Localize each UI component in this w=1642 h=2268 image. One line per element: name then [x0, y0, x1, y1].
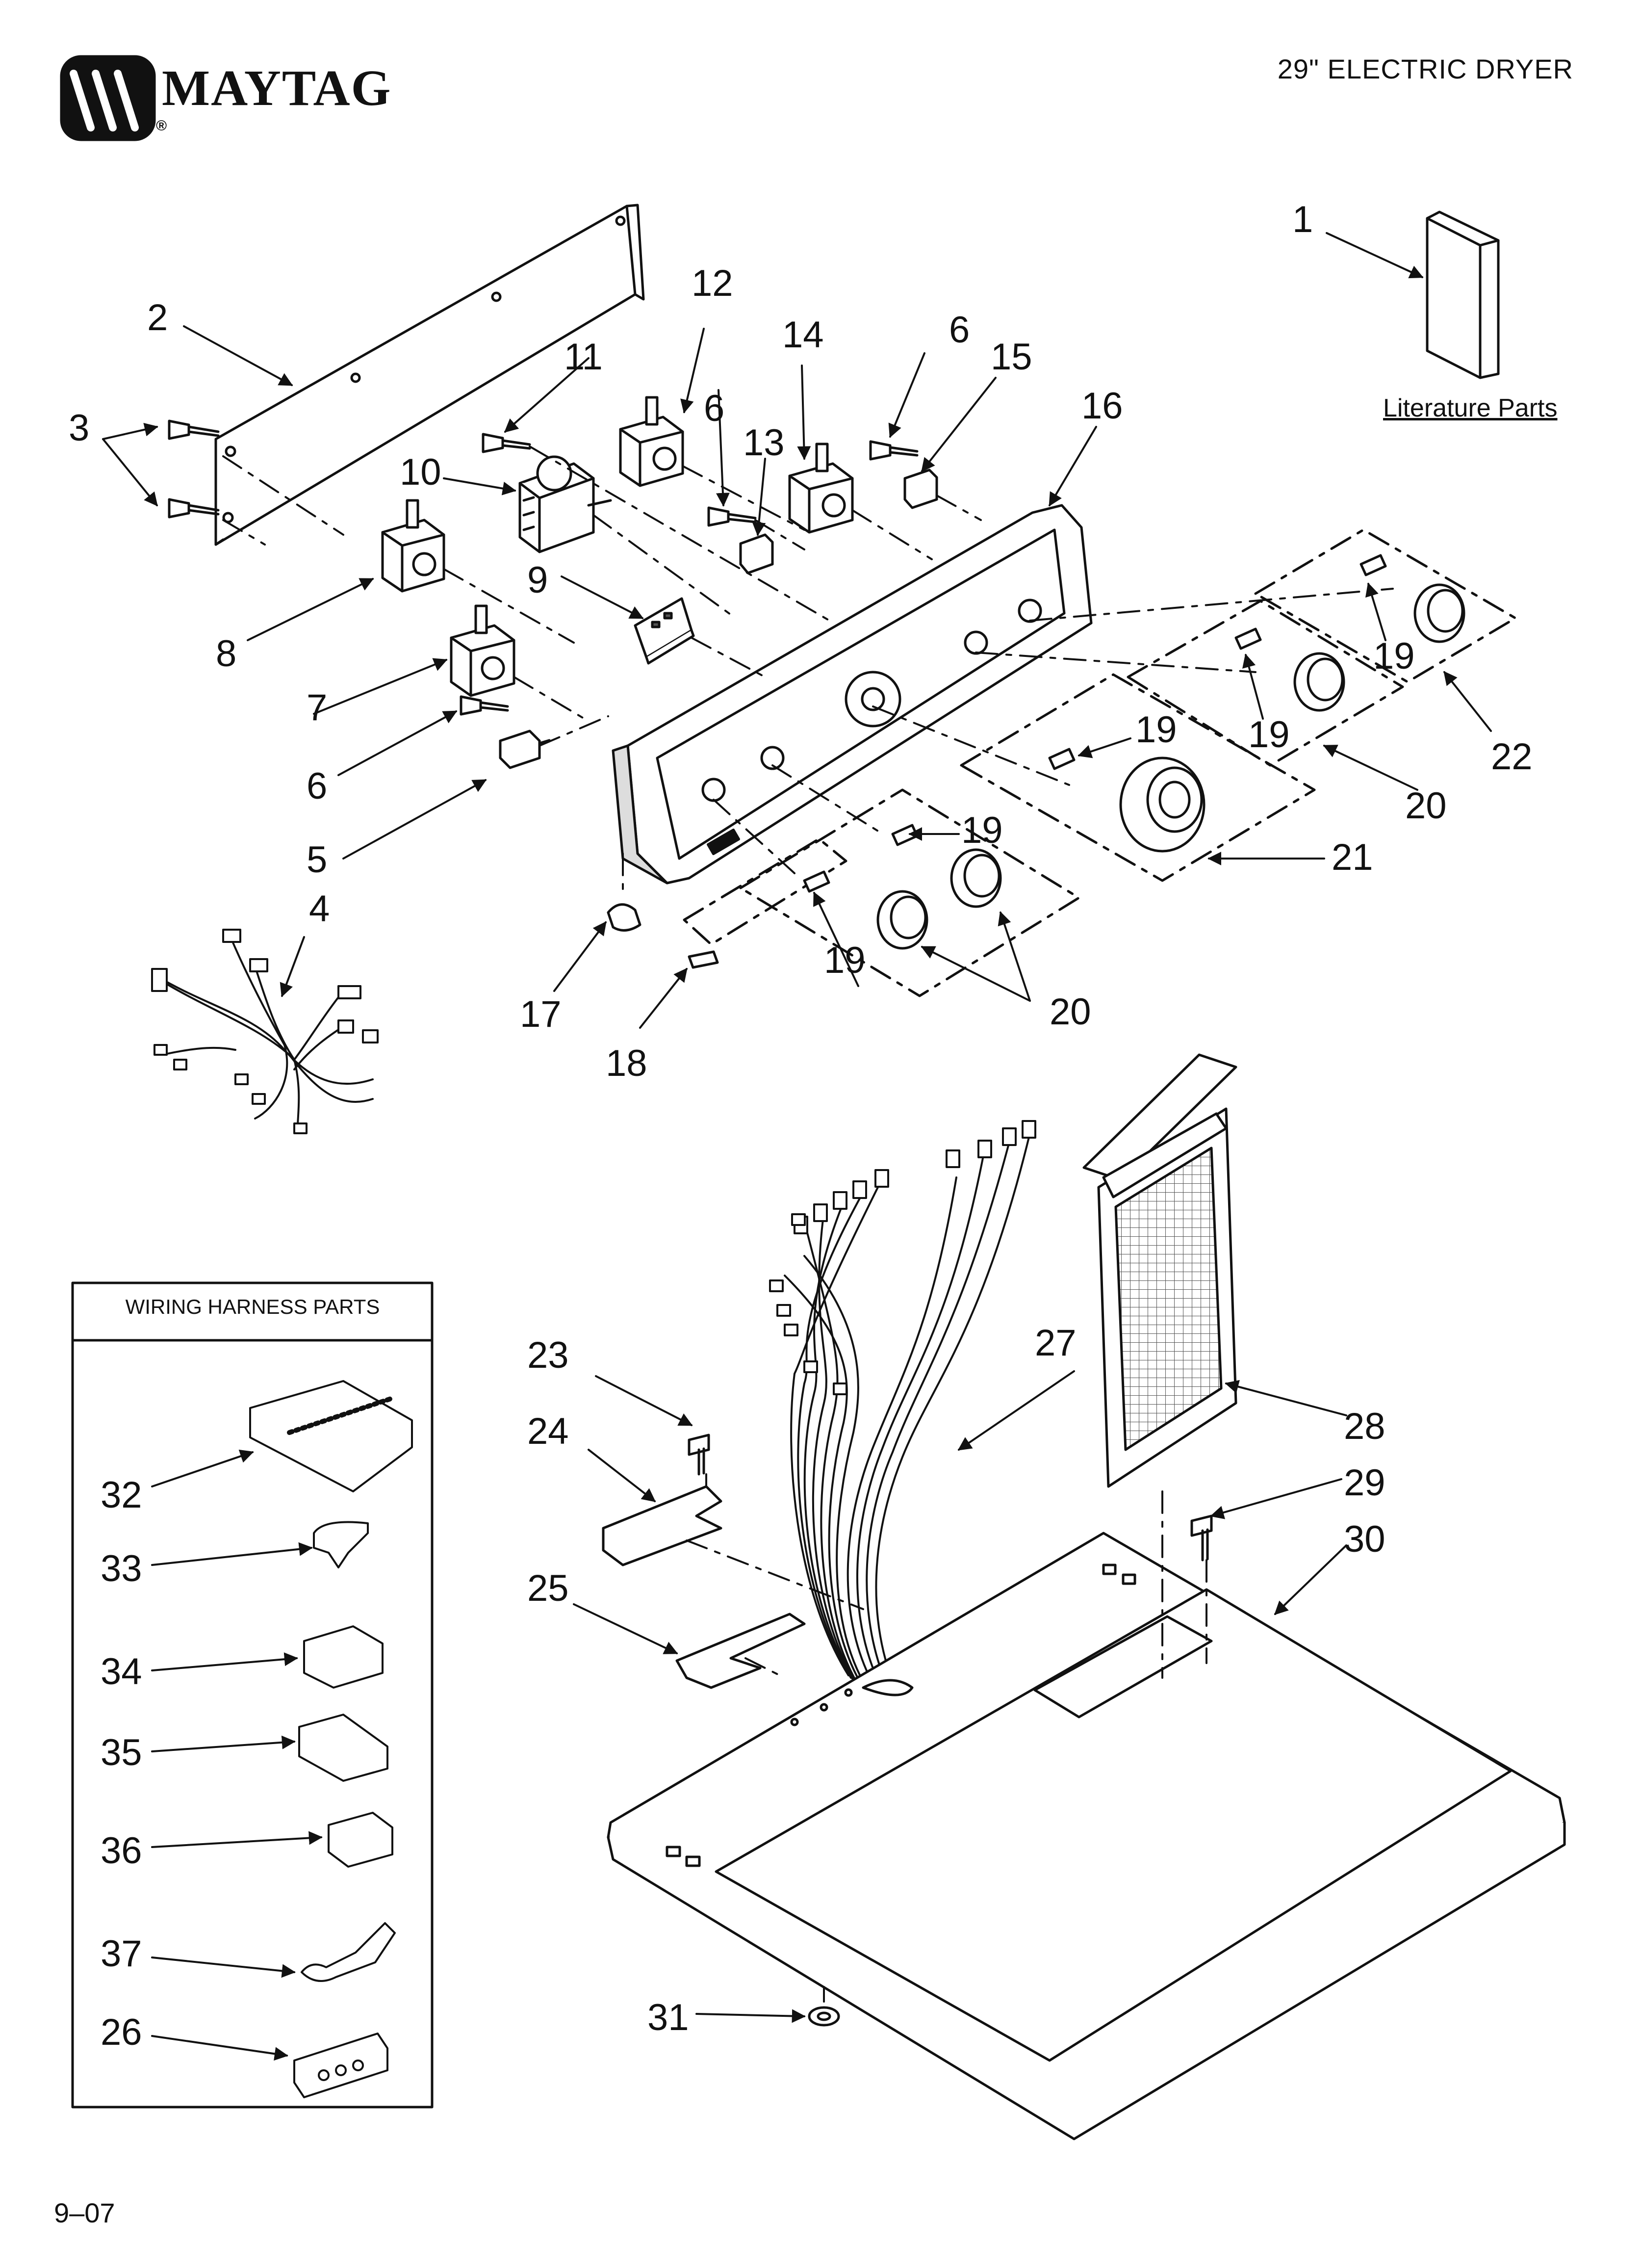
- callout-6-right: 6: [949, 309, 970, 351]
- part-switch-7: [450, 604, 515, 697]
- callout-23: 23: [527, 1334, 569, 1376]
- callout-16: 16: [1081, 385, 1123, 427]
- callout-20-b: 20: [1405, 785, 1447, 827]
- part-screw-23: [688, 1434, 710, 1476]
- callout-12: 12: [692, 262, 733, 304]
- callout-35: 35: [101, 1732, 142, 1773]
- callout-24: 24: [527, 1410, 569, 1452]
- callout-10: 10: [400, 451, 441, 493]
- knob-small-1: [876, 890, 928, 950]
- callout-29: 29: [1344, 1462, 1385, 1504]
- knob-small-3: [1293, 652, 1345, 712]
- brand-wordmark: MAYTAG: [162, 60, 392, 116]
- part-bracket-24: [602, 1485, 722, 1566]
- part-screw-pair: [168, 419, 220, 519]
- callout-22: 22: [1491, 736, 1533, 778]
- callout-19-e: 19: [1373, 635, 1415, 677]
- callout-8: 8: [216, 633, 237, 675]
- callout-27: 27: [1035, 1322, 1077, 1364]
- knob-group-20b: [1127, 600, 1404, 767]
- part-literature: [1426, 210, 1500, 379]
- maytag-logo-icon: [60, 55, 156, 141]
- part-clip-17: [607, 903, 641, 932]
- part-timer: [518, 455, 612, 553]
- callout-2: 2: [147, 297, 168, 339]
- knob-large: [1119, 756, 1206, 853]
- part-screw-29: [1190, 1514, 1213, 1562]
- part-lint-screen: [1082, 1053, 1237, 1488]
- registered-mark: ®: [156, 118, 167, 134]
- callout-6-mid: 6: [704, 388, 725, 429]
- part-switch-14: [788, 443, 854, 534]
- part-foot-pad: [808, 2006, 840, 2027]
- knob-group-22: [1254, 528, 1517, 683]
- callout-34: 34: [101, 1651, 142, 1693]
- callout-arrows: [102, 232, 1492, 2061]
- callout-5: 5: [307, 839, 328, 881]
- part-label-18: [688, 950, 719, 969]
- callout-30: 30: [1344, 1518, 1385, 1560]
- part-switch-15: [903, 469, 938, 509]
- footer-code: 9–07: [54, 2197, 115, 2228]
- callout-20-a: 20: [1050, 991, 1091, 1033]
- callout-36: 36: [101, 1830, 142, 1872]
- callout-3: 3: [69, 407, 90, 449]
- part-switch-8: [381, 499, 445, 593]
- knob-small-4: [1413, 583, 1465, 643]
- part-switch-12: [619, 396, 684, 487]
- callout-37: 37: [101, 1933, 142, 1975]
- page-title: 29" ELECTRIC DRYER: [1277, 53, 1573, 84]
- part-control-board: [634, 597, 695, 665]
- part-screw-6c: [869, 440, 919, 461]
- part-switch-13: [739, 533, 774, 574]
- callout-21: 21: [1332, 836, 1373, 878]
- callout-19-d: 19: [1248, 714, 1290, 756]
- callout-14: 14: [782, 314, 824, 356]
- part-screw-11: [482, 433, 531, 453]
- part-screw-6b: [707, 506, 757, 527]
- callout-1: 1: [1292, 199, 1313, 240]
- callout-15: 15: [991, 336, 1032, 378]
- callout-17: 17: [520, 993, 562, 1035]
- wiring-harness-box-title: WIRING HARNESS PARTS: [125, 1295, 380, 1318]
- callout-4: 4: [309, 888, 330, 930]
- callout-32: 32: [101, 1474, 142, 1516]
- callout-18: 18: [606, 1043, 647, 1084]
- callout-26: 26: [101, 2011, 142, 2053]
- part-console: [612, 504, 1093, 885]
- knob-group-20a: [683, 788, 1080, 997]
- part-top-panel: [607, 1532, 1566, 2140]
- callout-33: 33: [101, 1548, 142, 1590]
- wiring-part-icons: [249, 1380, 413, 2098]
- assembly-lines: [222, 445, 1394, 2003]
- part-harness-upper: [151, 929, 379, 1134]
- callout-19-b: 19: [961, 809, 1003, 851]
- callout-19-c: 19: [1135, 709, 1177, 751]
- callout-7: 7: [307, 687, 328, 729]
- literature-parts-label: Literature Parts: [1383, 394, 1558, 422]
- part-bracket-25: [675, 1613, 806, 1689]
- knob-group-21: [960, 673, 1316, 882]
- callout-11: 11: [564, 336, 603, 378]
- knob-small-2: [950, 848, 1002, 908]
- callout-25: 25: [527, 1567, 569, 1609]
- callout-13: 13: [743, 422, 785, 464]
- callout-28: 28: [1344, 1406, 1385, 1447]
- callout-9: 9: [527, 559, 548, 601]
- callout-31: 31: [647, 1997, 689, 2038]
- callout-6-left: 6: [307, 765, 328, 807]
- part-screw-6a: [460, 695, 509, 716]
- part-switch-5: [499, 730, 551, 769]
- callout-19-a: 19: [824, 939, 866, 981]
